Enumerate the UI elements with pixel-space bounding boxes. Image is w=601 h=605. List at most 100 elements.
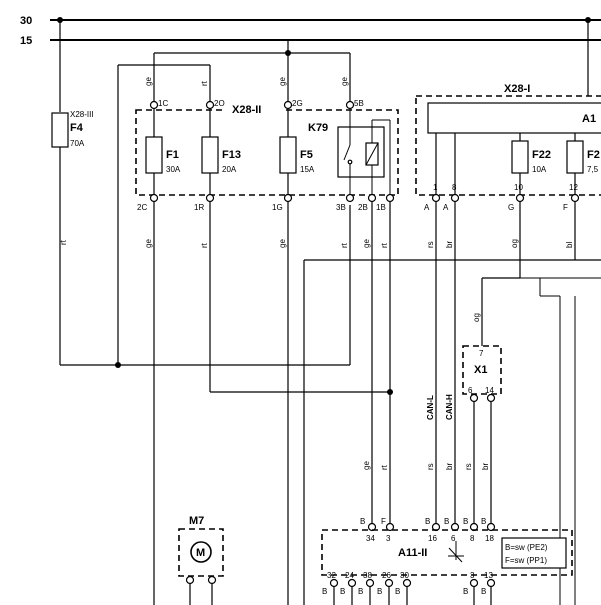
pin bbox=[365, 578, 375, 588]
transistor-symbol bbox=[448, 547, 463, 563]
wire-label: rs bbox=[464, 463, 473, 470]
a11-pin: 6 bbox=[451, 534, 456, 543]
pin bbox=[205, 100, 215, 110]
pin bbox=[469, 578, 479, 588]
a11-pin: 32 bbox=[327, 571, 336, 580]
fuse-f13-rating: 20A bbox=[222, 165, 237, 174]
a11-letter: B bbox=[463, 517, 468, 526]
a11-letter: B bbox=[358, 587, 363, 596]
motor-icon bbox=[190, 541, 212, 563]
wire-label: ge bbox=[362, 461, 371, 470]
module-a1-label: A1 bbox=[582, 113, 596, 125]
pin bbox=[149, 193, 159, 203]
fuse-f2-rating: 7,5 bbox=[587, 165, 599, 174]
a11-pin: 3 bbox=[386, 534, 391, 543]
relay-contact-switch bbox=[343, 144, 351, 161]
fuse-f4 bbox=[51, 112, 69, 148]
wire-label: rt bbox=[340, 242, 349, 248]
fuse-f2 bbox=[566, 140, 584, 174]
a11-pin: 13 bbox=[484, 571, 493, 580]
fuse-f13-name: F13 bbox=[222, 149, 241, 161]
pin-label: 10 bbox=[514, 183, 523, 192]
connector-x1 bbox=[462, 345, 502, 395]
a11-letter: B bbox=[481, 517, 486, 526]
fuse-f5-name: F5 bbox=[300, 149, 313, 161]
relay-k79-label: K79 bbox=[308, 122, 328, 134]
wire-label: rt bbox=[380, 242, 389, 248]
pin bbox=[367, 193, 377, 203]
a11-letter: B bbox=[360, 517, 365, 526]
pin-label: 5B bbox=[354, 99, 364, 108]
a11-letter: B bbox=[463, 587, 468, 596]
bus-30-label: 30 bbox=[20, 15, 32, 27]
pin-label: 1G bbox=[272, 203, 283, 212]
a11-pin: 3 bbox=[470, 571, 475, 580]
can-l-label: CAN-L bbox=[426, 395, 435, 420]
pin bbox=[486, 578, 496, 588]
fuse-f1 bbox=[145, 136, 163, 174]
a11-letter: B bbox=[425, 517, 430, 526]
wire-label: ge bbox=[362, 239, 371, 248]
a11-pin: 26 bbox=[382, 571, 391, 580]
pin bbox=[515, 193, 525, 203]
pin bbox=[469, 393, 479, 403]
pin bbox=[347, 578, 357, 588]
pin bbox=[384, 578, 394, 588]
pin-letter: A bbox=[424, 203, 430, 212]
module-a11-ii bbox=[321, 529, 573, 576]
a11-pin: 18 bbox=[485, 534, 494, 543]
pin bbox=[486, 393, 496, 403]
motor-m7-label: M7 bbox=[189, 515, 204, 527]
wire-label: br bbox=[445, 241, 454, 248]
wire-label: rt bbox=[380, 464, 389, 470]
pin bbox=[385, 193, 395, 203]
legend-line-2: F=sw (PP1) bbox=[505, 556, 547, 565]
a11-pin: 38 bbox=[363, 571, 372, 580]
a11-letter: B bbox=[322, 587, 327, 596]
relay-contact-point bbox=[347, 159, 353, 165]
pin-label: 2C bbox=[137, 203, 147, 212]
pin bbox=[385, 522, 395, 532]
motor-m7 bbox=[178, 528, 224, 577]
pin bbox=[450, 193, 460, 203]
pin bbox=[149, 100, 159, 110]
fuse-f22 bbox=[511, 140, 529, 174]
pin bbox=[570, 193, 580, 203]
f4-wire-label: rt bbox=[59, 239, 68, 245]
x28-i-panel bbox=[415, 95, 601, 196]
fuse-f5 bbox=[279, 136, 297, 174]
x28-ii-label-bg bbox=[225, 102, 285, 116]
pin-letter: F bbox=[563, 203, 568, 212]
pin-letter: A bbox=[443, 203, 449, 212]
fuse-f5-rating: 15A bbox=[300, 165, 315, 174]
wire-label: br bbox=[445, 463, 454, 470]
wire-label: rs bbox=[426, 463, 435, 470]
pin bbox=[329, 578, 339, 588]
a11-pin: 16 bbox=[428, 534, 437, 543]
pin-label: 2O bbox=[214, 99, 225, 108]
pin-label: 8 bbox=[452, 183, 457, 192]
pin bbox=[205, 193, 215, 203]
a11-letter: B bbox=[444, 517, 449, 526]
a11-letter: B bbox=[340, 587, 345, 596]
wire-label: br bbox=[481, 463, 490, 470]
pin-label: 2G bbox=[292, 99, 303, 108]
x1-pin: 6 bbox=[468, 386, 473, 395]
a11-letter: F bbox=[381, 517, 386, 526]
pin-label: 1R bbox=[194, 203, 204, 212]
a11-pin: 8 bbox=[470, 534, 475, 543]
legend-line-1: B=sw (PE2) bbox=[505, 543, 548, 552]
junction-dot bbox=[387, 389, 393, 395]
wire-label: ge bbox=[144, 239, 153, 248]
fuse-f22-rating: 10A bbox=[532, 165, 547, 174]
wire-label: rt bbox=[200, 242, 209, 248]
motor-symbol: M bbox=[196, 547, 205, 559]
a11-letter: B bbox=[377, 587, 382, 596]
fuse-f13 bbox=[201, 136, 219, 174]
pin bbox=[345, 193, 355, 203]
pin-label: 12 bbox=[569, 183, 578, 192]
a11-letter: B bbox=[481, 587, 486, 596]
x28-ii-label: X28-II bbox=[232, 104, 261, 116]
